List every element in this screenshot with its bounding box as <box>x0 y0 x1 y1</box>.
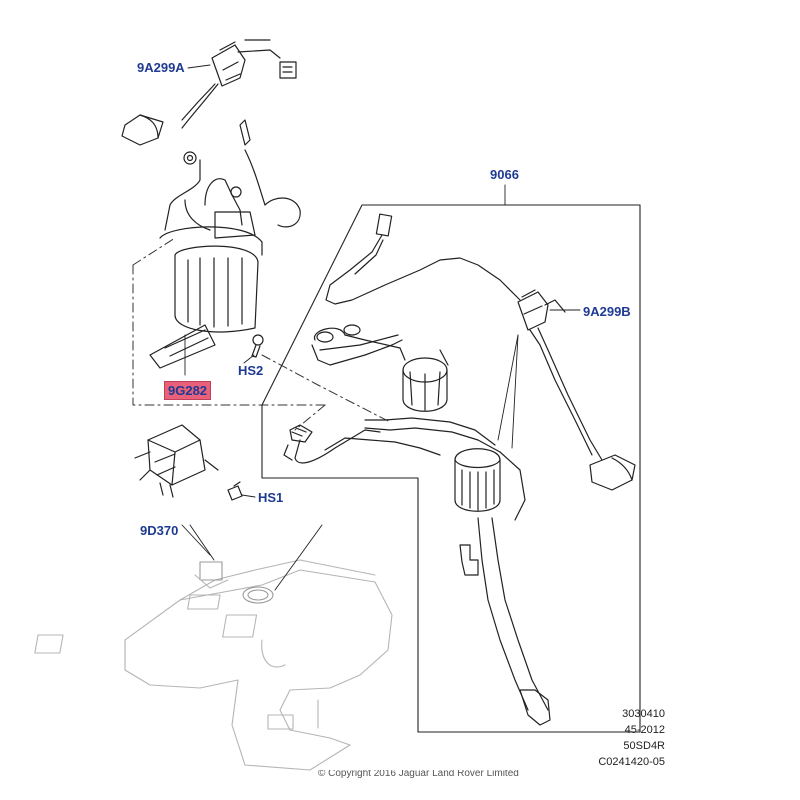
level-sender-b <box>517 289 636 491</box>
spring-clip-9d370 <box>134 424 219 498</box>
callout-hs2: HS2 <box>238 363 264 378</box>
level-sender-a <box>121 39 297 146</box>
copyright-text: © Copyright 2016 Jaguar Land Rover Limit… <box>318 770 519 778</box>
callout-9a299b: 9A299B <box>583 304 631 319</box>
callout-9a299a: 9A299A <box>137 60 185 75</box>
copyright-notice: © Copyright 2016 Jaguar Land Rover Limit… <box>318 770 538 778</box>
fuel-pump-assembly-9066 <box>283 324 551 726</box>
ref-line-2: 45-2012 <box>624 724 665 736</box>
leader-lines <box>181 64 581 591</box>
reference-block: 3030410 45-2012 50SD4R C0241420-05 <box>555 706 665 770</box>
exploded-view-lines <box>132 237 391 431</box>
callout-9d370: 9D370 <box>140 523 179 538</box>
fuel-pump-module <box>149 119 301 369</box>
callout-hs1: HS1 <box>258 490 284 505</box>
wiring-harness <box>325 213 521 305</box>
assembly-outline <box>261 204 641 733</box>
fuel-tank <box>34 559 393 771</box>
screw-hs2 <box>251 334 264 358</box>
ref-line-1: 3030410 <box>622 708 665 720</box>
screw-hs1 <box>227 481 243 501</box>
ref-line-3: 50SD4R <box>623 740 665 752</box>
callout-9066: 9066 <box>490 167 519 182</box>
ref-line-4: C0241420-05 <box>598 756 665 768</box>
callout-9g282-highlighted: 9G282 <box>164 381 212 400</box>
